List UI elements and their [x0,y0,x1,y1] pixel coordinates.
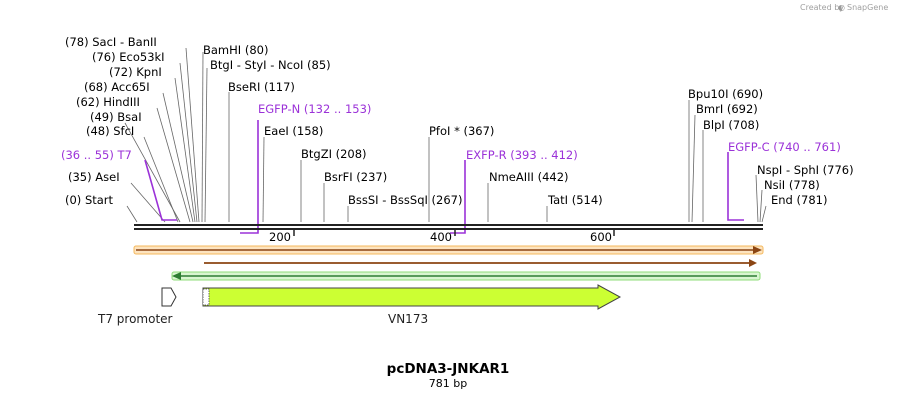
site-tatI-label[interactable]: TatI (514) [547,193,603,207]
snapgene-logo-icon: ◐ [838,3,845,12]
primer-egfp-n-label[interactable]: EGFP-N (132 .. 153) [258,102,371,116]
leader-eco53kI [179,62,198,223]
tick-label-600: 600 [590,230,612,244]
tick-label-200: 200 [269,230,291,244]
leader-btgI [204,67,208,223]
ruler: 200 400 600 [269,228,615,244]
site-nspI-label[interactable]: NspI - SphI (776) [757,163,854,177]
site-bpu10I-label[interactable]: Bpu10I (690) [688,87,763,101]
snapgene-watermark: Created by ◐ SnapGene [800,3,888,12]
site-bamHI-label[interactable]: BamHI (80) [203,43,268,57]
site-blpI-label[interactable]: BlpI (708) [703,118,759,132]
leader-bamHI [201,51,204,223]
site-bsaI-label[interactable]: (49) BsaI [90,110,142,124]
primer-egfp-n-marker[interactable] [240,120,259,234]
orf-reverse-arrowhead [172,272,181,280]
site-nsiI-label[interactable]: NsiI (778) [764,178,820,192]
vn173-start-marker [202,288,210,306]
leader-aseI [130,182,166,223]
leader-hindIII [156,107,191,223]
leader-sfcI [143,136,179,223]
site-bsrFI-label[interactable]: BsrFI (237) [324,170,387,184]
plasmid-name: pcDNA3-JNKAR1 [387,361,510,377]
tick-label-400: 400 [430,230,452,244]
leader-end [761,205,767,223]
site-start-label[interactable]: (0) Start [65,193,114,207]
site-hindIII-label[interactable]: (62) HindIII [76,95,140,109]
site-sacI-label[interactable]: (78) SacI - BanII [65,35,157,49]
site-eco53kI-label[interactable]: (76) Eco53kI [92,50,165,64]
leader-nspI [755,174,759,223]
created-by-text: Created by [800,3,844,12]
feature-track: T7 promoter VN173 [97,284,622,326]
site-kpnI-label[interactable]: (72) KpnI [109,65,162,79]
brand-text: SnapGene [847,3,888,12]
map-title-block: pcDNA3-JNKAR1 781 bp [387,361,510,390]
site-labels-left: (78) SacI - BanII (76) Eco53kI (72) KpnI… [65,35,165,207]
leader-kpnI [174,77,196,223]
primer-exfp-r-label[interactable]: EXFP-R (393 .. 412) [466,148,578,162]
leader-sacI [185,47,200,223]
orf-forward-1-arrowhead [753,246,762,254]
site-sfcI-label[interactable]: (48) SfcI [86,124,134,138]
primer-t7-label[interactable]: (36 .. 55) T7 [61,148,132,162]
t7-promoter-feature[interactable] [161,287,177,307]
site-bssSI-label[interactable]: BssSI - BssSqI (267) [348,193,462,207]
site-aseI-label[interactable]: (35) AseI [68,170,120,184]
site-leader-lines [124,47,767,223]
vn173-label: VN173 [388,312,428,326]
dna-backbone [134,224,763,230]
site-pfoI-label[interactable]: PfoI * (367) [429,124,494,138]
primer-t7-marker[interactable] [144,159,177,221]
site-eaeI-label[interactable]: EaeI (158) [264,124,323,138]
leader-start [126,205,138,223]
site-btgI-label[interactable]: BtgI - StyI - NcoI (85) [210,58,331,72]
leader-eaeI [262,136,265,223]
site-labels-right: BamHI (80) BtgI - StyI - NcoI (85) BseRI… [203,43,854,207]
site-acc65I-label[interactable]: (68) Acc65I [84,80,150,94]
primer-egfp-c-label[interactable]: EGFP-C (740 .. 761) [728,140,841,154]
leader-bsaI [124,122,181,223]
backbone-bottom-strand [134,228,763,230]
site-btgZI-label[interactable]: BtgZI (208) [301,147,367,161]
orf-forward-2-arrowhead [749,259,757,267]
site-end-label[interactable]: End (781) [771,193,827,207]
leader-bmrI [691,114,696,223]
site-bmrI-label[interactable]: BmrI (692) [696,102,758,116]
primer-labels: (36 .. 55) T7 EGFP-N (132 .. 153) EXFP-R… [61,102,841,162]
site-nmeAIII-label[interactable]: NmeAIII (442) [489,170,569,184]
vn173-feature[interactable] [202,284,622,310]
primer-egfp-c-marker[interactable] [727,152,744,221]
orf-tracks [133,245,764,281]
leader-acc65I [162,92,194,223]
site-bseRI-label[interactable]: BseRI (117) [228,80,295,94]
leader-nsiI [759,189,763,223]
backbone-top-strand [134,224,763,226]
t7-promoter-label: T7 promoter [97,312,173,326]
plasmid-length: 781 bp [429,377,467,390]
